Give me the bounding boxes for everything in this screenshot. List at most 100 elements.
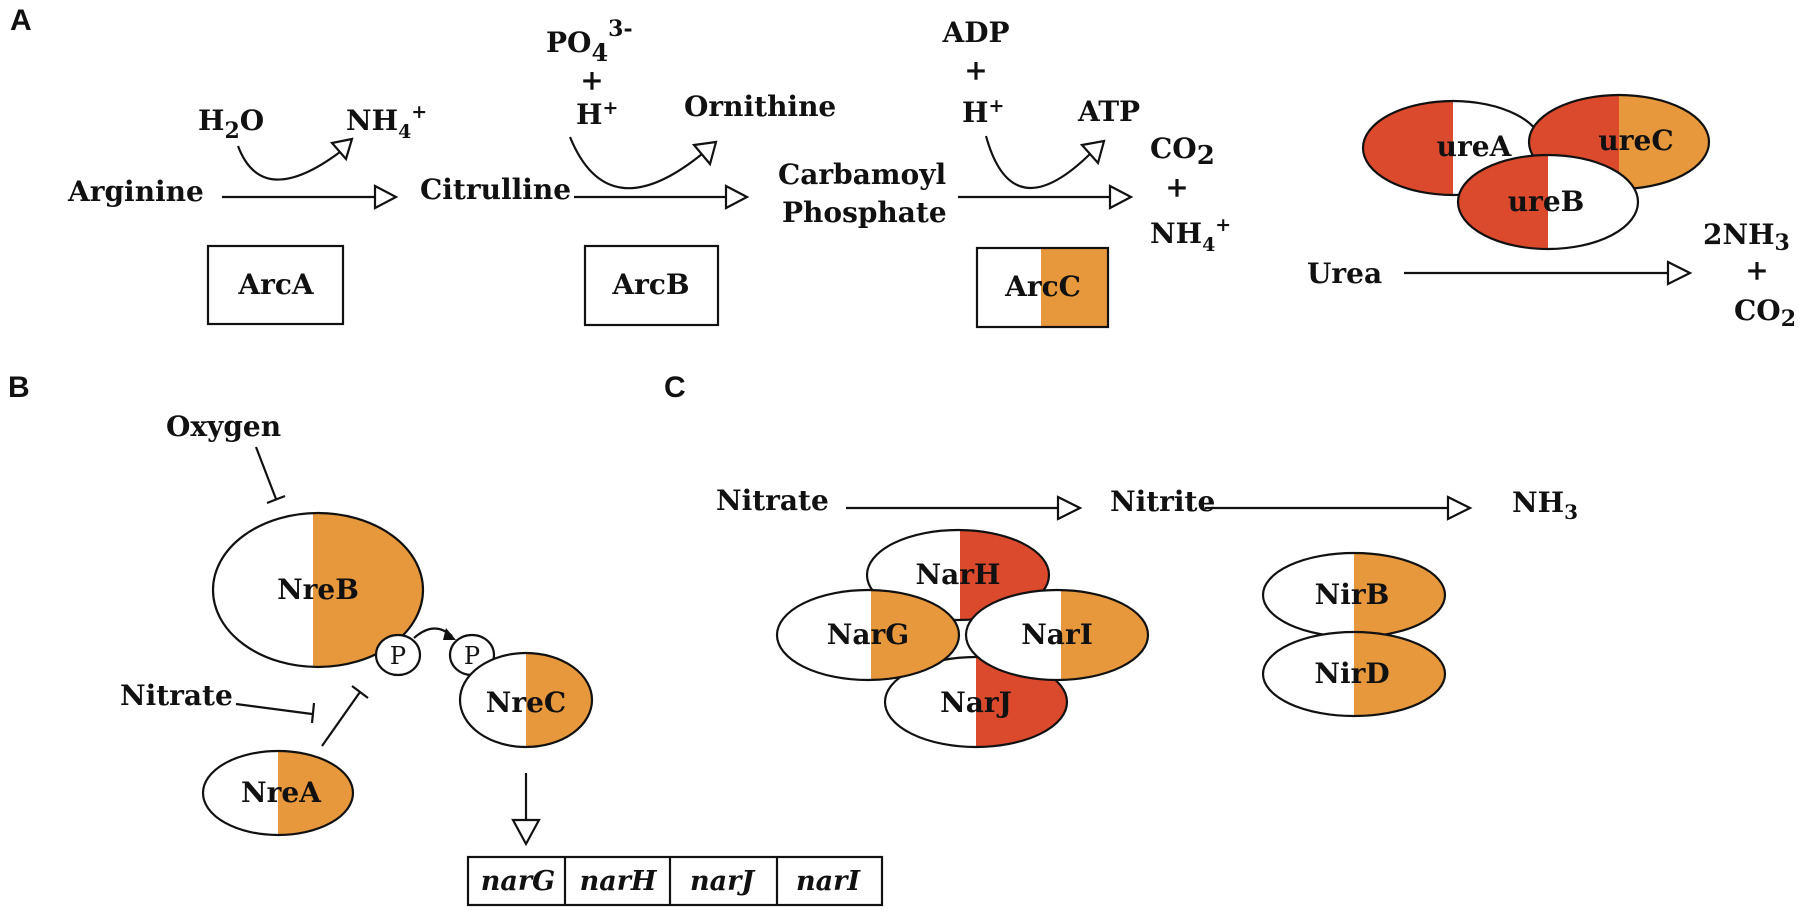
narG-ellipse [775, 588, 961, 682]
nitrate-label-c: Nitrate [716, 484, 829, 517]
narI-label: NarI [1021, 618, 1093, 651]
arginine-label: Arginine [67, 175, 204, 208]
panel-b: Oxygen NreB P P NreC Nitrate [120, 410, 884, 907]
arrowhead [1446, 495, 1473, 521]
h2o-label: H2O [198, 104, 264, 144]
plus-1: + [580, 64, 603, 97]
ureB-label: ureB [1508, 185, 1585, 218]
h2o-text: H [198, 104, 224, 137]
nh3-2-text: 2NH [1703, 218, 1775, 251]
arrowhead [1108, 184, 1134, 210]
ureA-label: ureA [1437, 130, 1513, 163]
inhibit-oxygen-bar [266, 494, 286, 505]
po4-sub: 4 [591, 38, 608, 67]
ureB-ellipse [1456, 153, 1640, 251]
phosphate-label-1: P [390, 642, 406, 670]
inhibit-nreA [321, 691, 361, 747]
arrowhead [373, 184, 399, 210]
arcB-box [583, 244, 720, 327]
arrowhead [1056, 495, 1083, 521]
arcA-box [206, 244, 345, 326]
arrowhead [329, 137, 354, 162]
nitrate-label-b: Nitrate [120, 679, 233, 712]
arcC-label: ArcC [1004, 270, 1081, 303]
panel-a: Arginine Citrulline Carbamoyl Phosphate … [67, 16, 1796, 332]
nh4-label-1: NH4+ [346, 101, 427, 143]
arrowhead [443, 628, 456, 640]
oxygen-label: Oxygen [166, 410, 281, 443]
nh3-label-c: NH3 [1512, 486, 1578, 524]
h1-text: H [576, 98, 602, 131]
nirB-label: NirB [1315, 578, 1390, 611]
h2o-o: O [240, 104, 264, 137]
po4-sup: 3- [608, 16, 632, 42]
h1-sup: + [602, 97, 618, 119]
h-plus-label-1: H+ [576, 97, 618, 131]
arrowhead [1079, 139, 1106, 166]
nh4-2-sub: 4 [1202, 234, 1215, 256]
phosphate-label: Phosphate [782, 196, 947, 229]
arrowhead [511, 818, 541, 847]
plus-2: + [964, 54, 987, 87]
nreA-label: NreA [241, 776, 322, 809]
po4-text: PO [546, 26, 591, 59]
nitrite-label: Nitrite [1110, 485, 1215, 518]
co2-1-sub: 2 [1197, 141, 1215, 171]
arrowhead [691, 140, 718, 167]
nh3-c-text: NH [1512, 486, 1564, 519]
nreB-label: NreB [277, 573, 359, 606]
narG-label: NarG [827, 618, 909, 651]
plus-3: + [1165, 171, 1188, 204]
nh4-1-sup: + [411, 101, 427, 123]
plus-4: + [1745, 254, 1768, 287]
arrowhead [724, 184, 750, 210]
co2-label-2: CO2 [1734, 294, 1796, 332]
arcC-box [975, 246, 1110, 329]
nh4-2-sup: + [1215, 214, 1231, 236]
panel-label-c: C [664, 371, 686, 404]
operon-box [466, 855, 884, 907]
arcB-label: ArcB [611, 268, 689, 301]
curve-adp-atp [984, 135, 1091, 190]
inhibit-nreA-bar [351, 685, 369, 699]
nh3-label-2: 2NH3 [1703, 218, 1790, 256]
nh3-c-sub: 3 [1564, 500, 1578, 524]
nh4-2-text: NH [1150, 217, 1202, 250]
nh4-label-2: NH4+ [1150, 214, 1231, 256]
gene-narI: narI [796, 866, 861, 897]
phosphate-circle-1 [374, 633, 422, 677]
narH-label: NarH [916, 558, 1001, 591]
h2o-sub: 2 [224, 118, 239, 144]
curve-h2o-nh4 [236, 145, 341, 181]
gene-narH: narH [580, 866, 658, 897]
panel-label-b: B [8, 371, 30, 404]
inhibit-nitrate [235, 702, 313, 716]
gene-narG: narG [481, 866, 555, 897]
panel-c: Nitrate Nitrite NH3 NarH NarG [716, 484, 1578, 749]
nreC-label: NreC [486, 686, 566, 719]
nh4-1-text: NH [346, 104, 398, 137]
co2-2-sub: 2 [1781, 306, 1796, 332]
ureC-label: ureC [1598, 124, 1673, 157]
arcA-label: ArcA [237, 268, 315, 301]
nh3-2-sub: 3 [1775, 230, 1790, 256]
inhibit-oxygen [254, 446, 278, 500]
co2-2-text: CO [1734, 294, 1781, 327]
h2-text: H [962, 96, 988, 129]
h2-sup: + [988, 95, 1004, 117]
gene-narJ: narJ [690, 866, 756, 897]
citrulline-label: Citrulline [420, 173, 571, 206]
narI-ellipse [964, 588, 1150, 682]
carbamoyl-label: Carbamoyl [778, 158, 946, 191]
h-plus-label-2: H+ [962, 95, 1004, 129]
co2-label-1: CO2 [1150, 132, 1215, 171]
atp-label: ATP [1077, 95, 1140, 128]
narJ-label: NarJ [940, 686, 1012, 719]
phosphate-label-2: P [464, 642, 480, 670]
adp-label: ADP [941, 16, 1009, 49]
ornithine-label: Ornithine [684, 90, 836, 123]
co2-1-text: CO [1150, 132, 1197, 165]
nh4-1-sub: 4 [398, 121, 411, 143]
arrowhead [1666, 260, 1693, 286]
